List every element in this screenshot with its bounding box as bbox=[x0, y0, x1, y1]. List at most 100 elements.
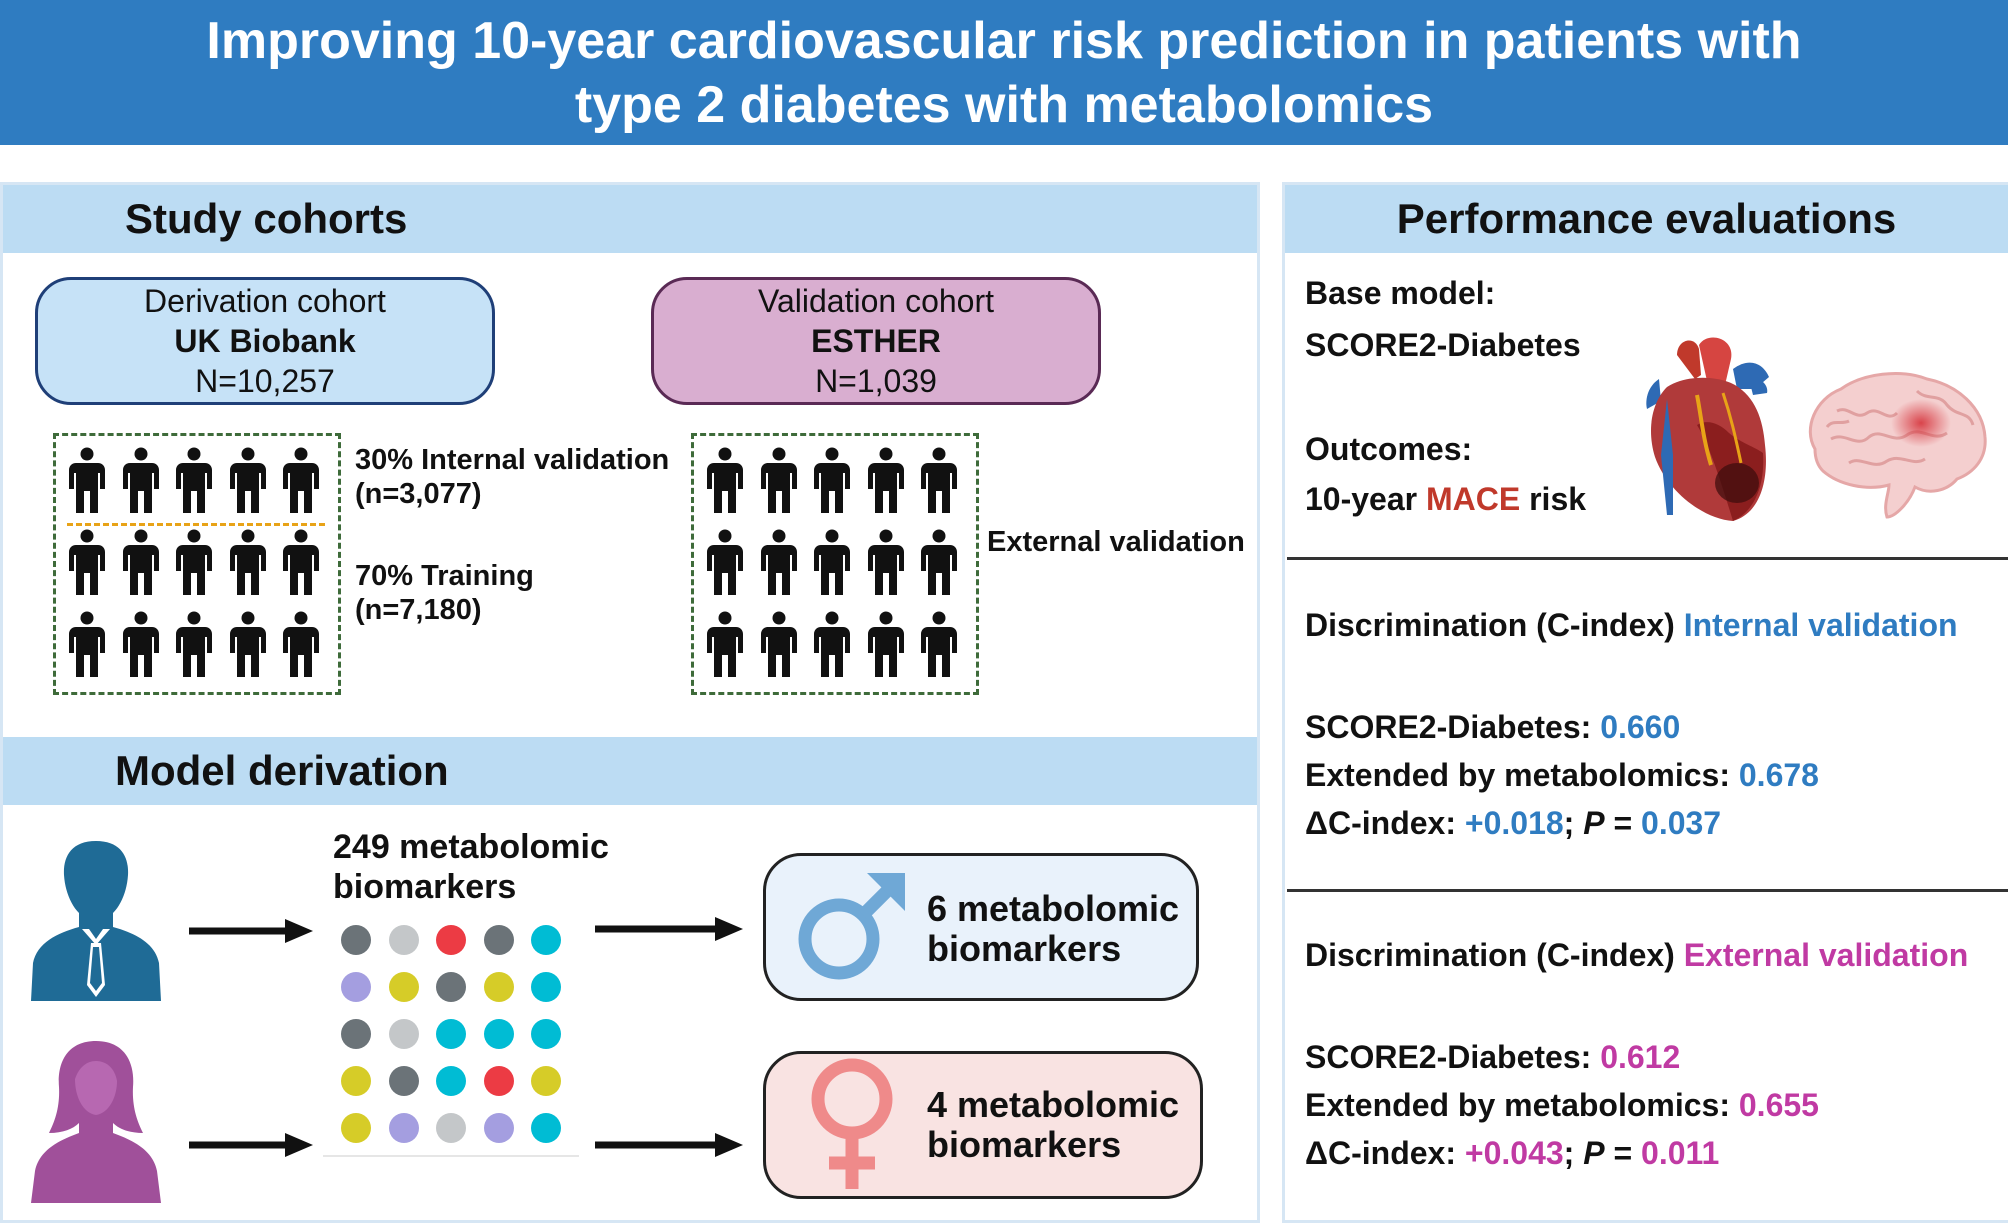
female-biomarkers-line2: biomarkers bbox=[927, 1124, 1122, 1165]
biomarkers-249-line1: 249 metabolomic bbox=[333, 828, 609, 866]
external-score: SCORE2-Diabetes: 0.612 bbox=[1305, 1037, 1680, 1077]
external-score-label: SCORE2-Diabetes: bbox=[1305, 1039, 1592, 1075]
male-person-icon bbox=[31, 841, 161, 1001]
metabolite-dot bbox=[388, 972, 419, 1002]
person-icon bbox=[703, 611, 747, 684]
person-icon bbox=[119, 529, 163, 602]
person-icon bbox=[917, 529, 961, 602]
metabolite-dot-grid bbox=[323, 925, 579, 1157]
internal-extended-label: Extended by metabolomics: bbox=[1305, 757, 1730, 793]
male-biomarkers-line2: biomarkers bbox=[927, 928, 1122, 969]
internal-extended: Extended by metabolomics: 0.678 bbox=[1305, 755, 1819, 795]
external-p-label: P bbox=[1583, 1135, 1605, 1171]
derivation-people-grid bbox=[65, 447, 331, 687]
person-icon bbox=[757, 611, 801, 684]
arrow-right-icon bbox=[595, 1133, 743, 1157]
derivation-cohort-label: Derivation cohort bbox=[144, 283, 386, 319]
internal-score-label: SCORE2-Diabetes: bbox=[1305, 709, 1592, 745]
derivation-cohort-pill: Derivation cohort UK Biobank N=10,257 bbox=[35, 277, 495, 405]
validation-cohort-pill: Validation cohort ESTHER N=1,039 bbox=[651, 277, 1101, 405]
person-icon bbox=[864, 529, 908, 602]
person-icon bbox=[810, 611, 854, 684]
external-score-value: 0.612 bbox=[1600, 1039, 1681, 1075]
person-icon bbox=[757, 529, 801, 602]
metabolite-dot bbox=[531, 972, 561, 1002]
training-text: 70% Training bbox=[355, 560, 534, 592]
performance-header: Performance evaluations bbox=[1285, 185, 2008, 253]
metabolite-dot bbox=[388, 1113, 419, 1143]
metabolite-dot bbox=[531, 925, 561, 955]
arrow-right-icon bbox=[189, 919, 313, 943]
metabolite-dot bbox=[531, 1066, 561, 1096]
internal-delta: ΔC-index: +0.018; P = 0.037 bbox=[1305, 805, 1722, 841]
person-icon bbox=[917, 447, 961, 520]
derivation-cohort-n: N=10,257 bbox=[195, 363, 335, 399]
performance-panel: Performance evaluations Base model: SCOR… bbox=[1282, 182, 2008, 1223]
divider-2 bbox=[1287, 889, 2008, 892]
metabolite-dot bbox=[483, 1113, 514, 1143]
person-icon bbox=[864, 447, 908, 520]
split-divider bbox=[67, 523, 325, 526]
metabolite-dot bbox=[483, 925, 514, 955]
model-derivation-header: Model derivation bbox=[3, 737, 1257, 805]
person-icon bbox=[172, 447, 216, 520]
male-biomarkers-box bbox=[763, 853, 1199, 1001]
metabolite-dot bbox=[388, 1066, 419, 1096]
person-icon bbox=[65, 529, 109, 602]
metabolite-dot bbox=[436, 925, 466, 955]
metabolite-dot bbox=[531, 1113, 561, 1143]
external-delta-value: +0.043 bbox=[1464, 1135, 1564, 1171]
base-model-label: Base model: bbox=[1305, 275, 1496, 311]
validation-cohort-n: N=1,039 bbox=[815, 363, 937, 399]
external-heading-tag: External validation bbox=[1683, 937, 1969, 973]
training-label: 70% Training (n=7,180) bbox=[355, 559, 534, 627]
metabolite-dot bbox=[388, 925, 419, 955]
base-model-value: SCORE2-Diabetes bbox=[1305, 327, 1581, 363]
internal-p-label: P bbox=[1583, 805, 1605, 841]
title-line-2: type 2 diabetes with metabolomics bbox=[574, 75, 1434, 134]
metabolite-dot bbox=[436, 972, 466, 1002]
biomarkers-249-line2: biomarkers bbox=[333, 868, 517, 906]
study-cohorts-header: Study cohorts bbox=[3, 185, 1257, 253]
person-icon bbox=[279, 529, 323, 602]
person-icon bbox=[864, 611, 908, 684]
title-banner: Improving 10-year cardiovascular risk pr… bbox=[0, 0, 2008, 145]
metabolite-dot bbox=[483, 1019, 514, 1049]
metabolite-dot bbox=[341, 1019, 371, 1049]
internal-extended-value: 0.678 bbox=[1738, 757, 1819, 793]
validation-people-grid bbox=[703, 447, 969, 687]
heart-icon bbox=[1646, 337, 1769, 521]
arrow-right-icon bbox=[595, 917, 743, 941]
title-line-1: Improving 10-year cardiovascular risk pr… bbox=[206, 11, 1802, 70]
outcome-line: 10-year MACE risk bbox=[1305, 479, 1586, 519]
person-icon bbox=[226, 529, 270, 602]
brain-icon bbox=[1808, 372, 1987, 519]
internal-validation-text: 30% Internal validation bbox=[355, 444, 670, 476]
male-biomarkers-text: 6 metabolomic biomarkers bbox=[927, 889, 1179, 969]
metabolite-dot bbox=[341, 925, 371, 955]
internal-p-value: 0.037 bbox=[1641, 805, 1722, 841]
female-person-icon bbox=[31, 1041, 161, 1203]
outcome-prefix: 10-year bbox=[1305, 481, 1418, 517]
biomarkers-249-label: 249 metabolomic biomarkers bbox=[333, 827, 609, 907]
study-cohorts-panel: Study cohorts Derivation cohort UK Bioba… bbox=[0, 182, 1260, 1223]
metabolite-dot bbox=[483, 972, 514, 1002]
internal-delta-label: ΔC-index: bbox=[1305, 805, 1456, 841]
metabolite-dot bbox=[436, 1019, 466, 1049]
external-heading-text: Discrimination (C-index) bbox=[1305, 937, 1675, 973]
person-icon bbox=[226, 447, 270, 520]
person-icon bbox=[810, 529, 854, 602]
study-cohorts-title: Study cohorts bbox=[125, 195, 408, 242]
female-biomarkers-text: 4 metabolomic biomarkers bbox=[927, 1085, 1179, 1165]
male-symbol-icon bbox=[798, 873, 905, 980]
metabolite-dot bbox=[436, 1113, 466, 1143]
internal-validation-n: (n=3,077) bbox=[355, 478, 482, 510]
model-derivation-title: Model derivation bbox=[115, 747, 449, 794]
internal-validation-label: 30% Internal validation (n=3,077) bbox=[355, 443, 669, 511]
outcomes-label: Outcomes: bbox=[1305, 431, 1473, 467]
person-icon bbox=[279, 611, 323, 684]
internal-heading-tag: Internal validation bbox=[1683, 607, 1958, 643]
internal-score-value: 0.660 bbox=[1600, 709, 1681, 745]
person-icon bbox=[917, 611, 961, 684]
outcome-mace: MACE bbox=[1425, 481, 1521, 517]
